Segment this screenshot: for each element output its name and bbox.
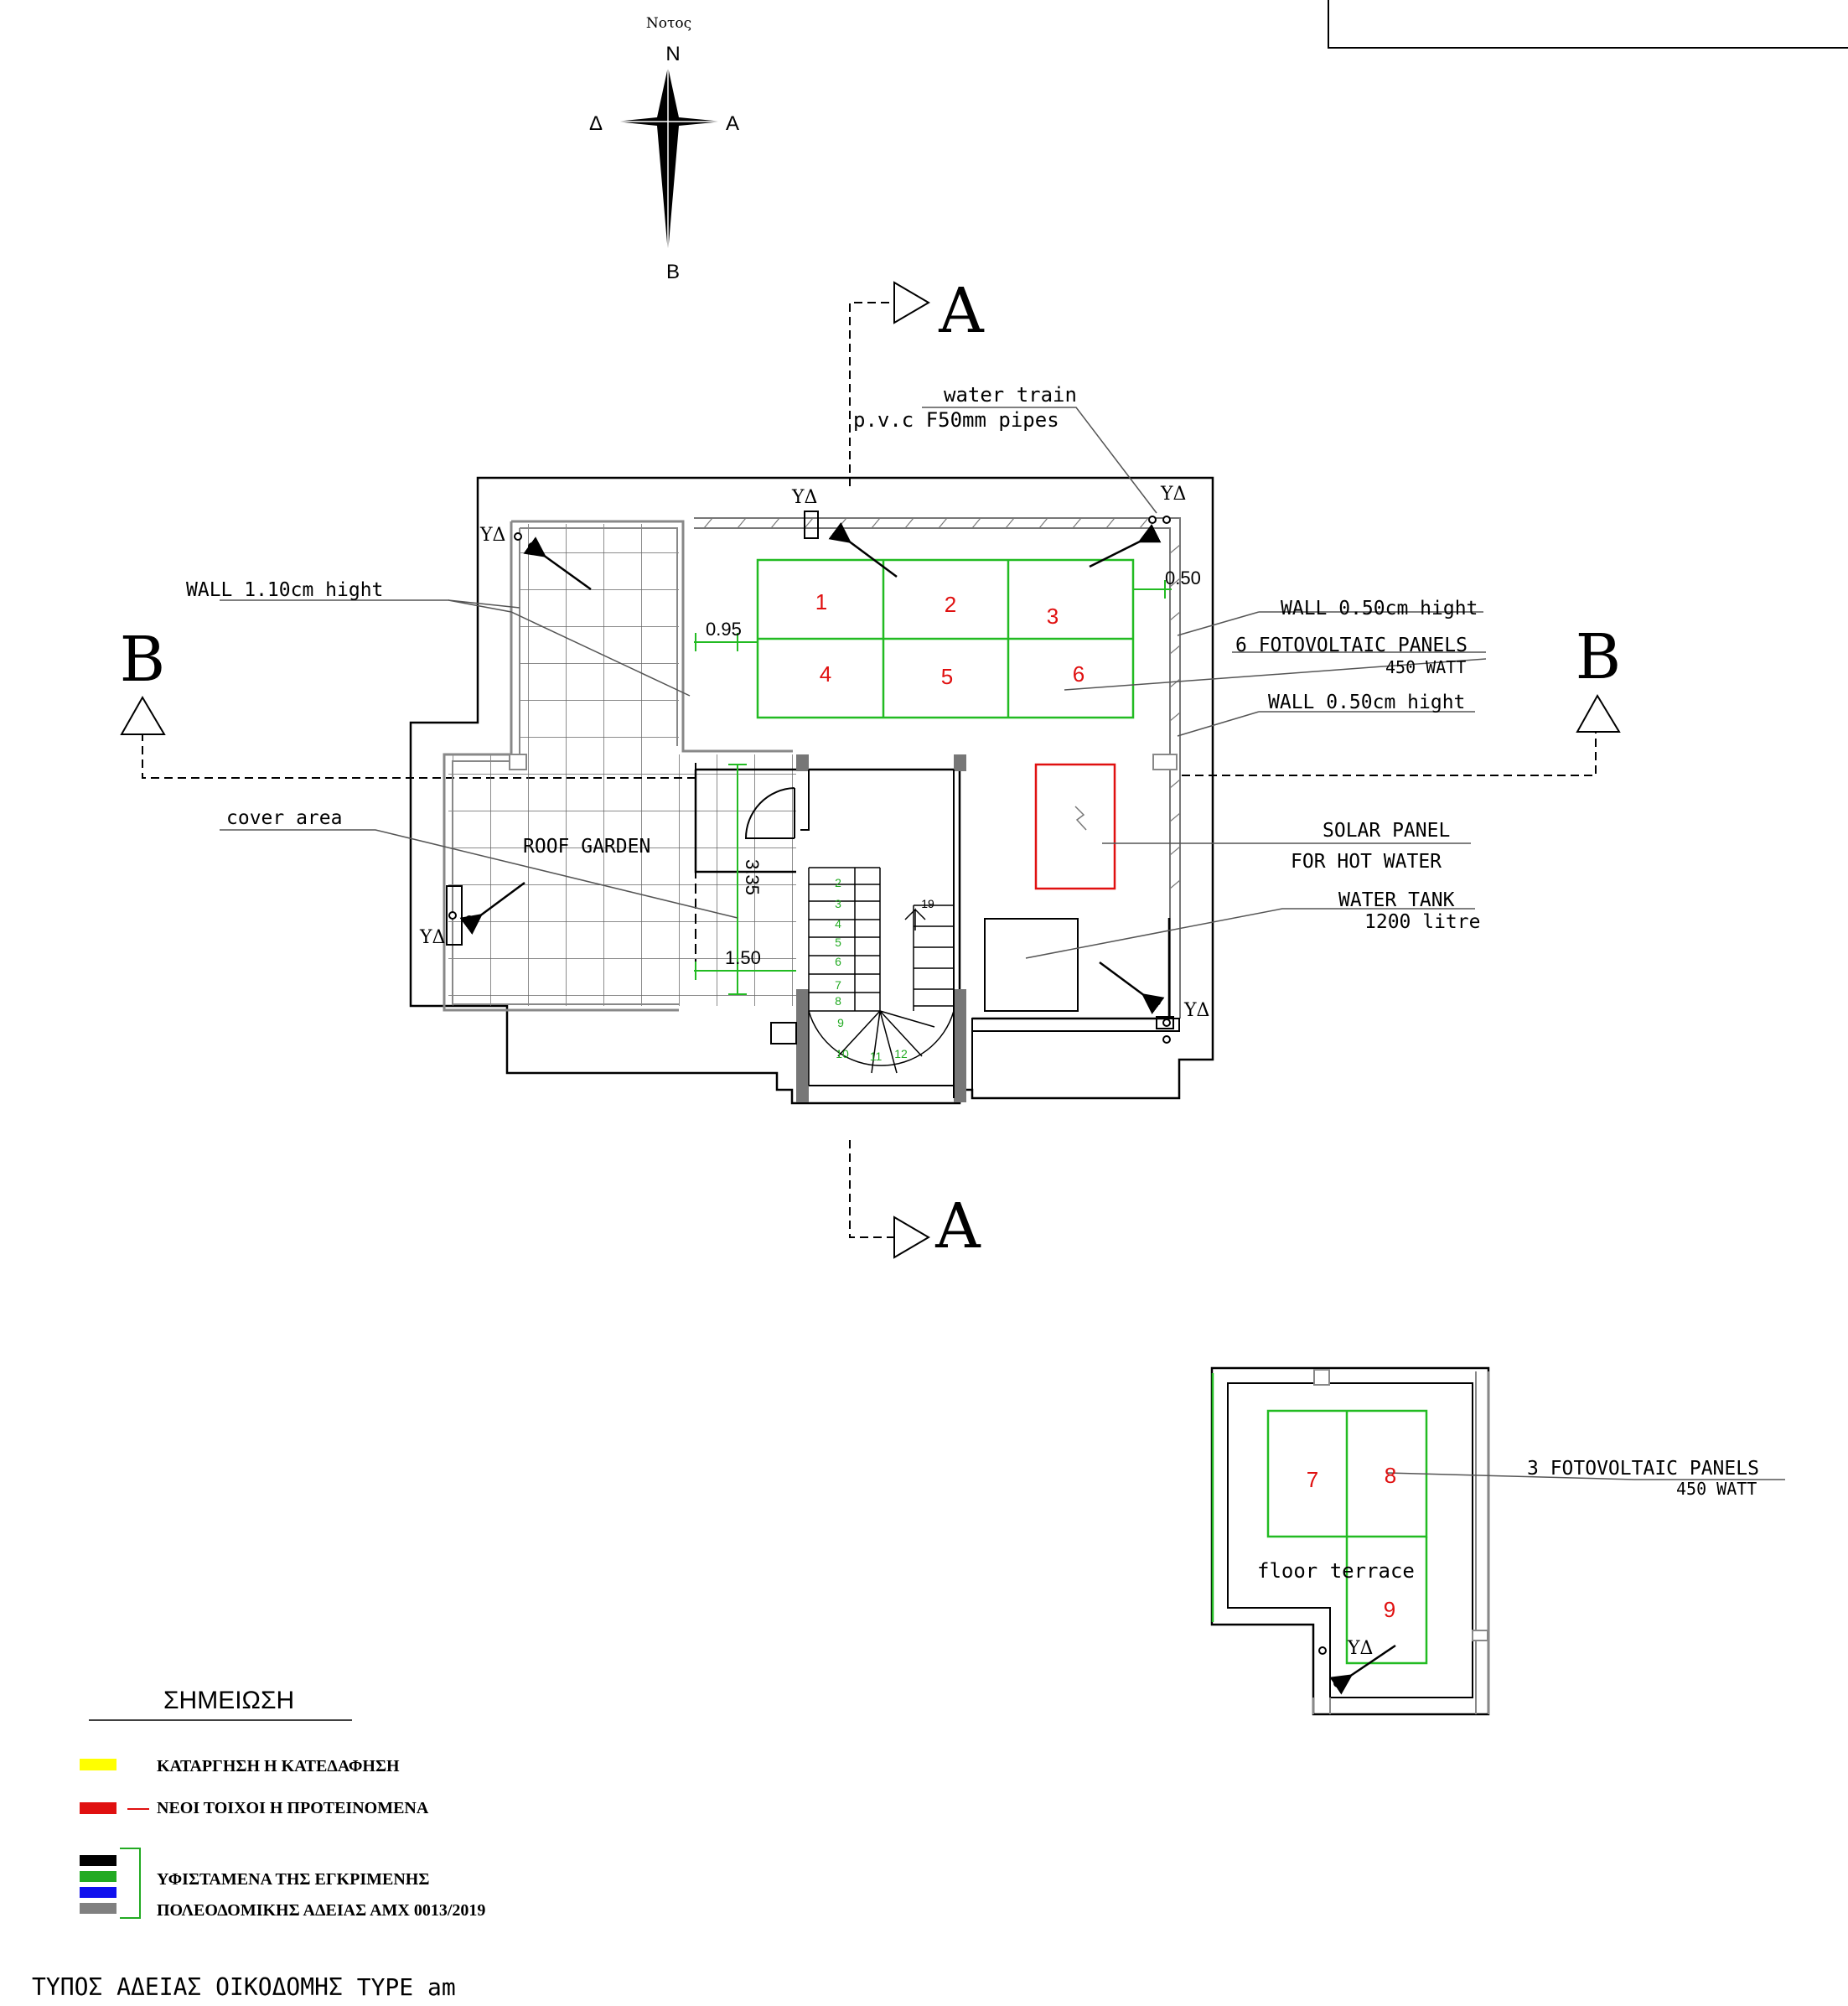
panel-number-3: 3 bbox=[1047, 604, 1059, 629]
compass-label-top: N bbox=[665, 43, 680, 65]
drain-labels: ΥΔ ΥΔ ΥΔ ΥΔ ΥΔ ΥΔ bbox=[419, 484, 1373, 1659]
panel-number-9: 9 bbox=[1384, 1597, 1395, 1622]
stair-number: 8 bbox=[835, 994, 841, 1008]
label-hot-water: FOR HOT WATER bbox=[1291, 851, 1442, 873]
dim-0-95: 0.95 bbox=[706, 619, 742, 640]
label-roof-garden: ROOF GARDEN bbox=[523, 836, 650, 858]
drain-label-3: ΥΔ bbox=[1160, 484, 1186, 505]
slope-arrows bbox=[459, 522, 1165, 1014]
drain-label-2: ΥΔ bbox=[791, 487, 817, 508]
panel-number-2: 2 bbox=[945, 592, 956, 617]
stair-treads bbox=[808, 867, 955, 1086]
pv-panel-array-6 bbox=[756, 558, 1135, 719]
panel-number-8: 8 bbox=[1385, 1463, 1396, 1488]
label-water-tank: WATER TANK bbox=[1338, 889, 1455, 911]
legend-existing-2: ΠΟΛΕΟΔΟΜΙΚΗΣ ΑΔΕΙΑΣ ΑΜΧ 0013/2019 bbox=[157, 1901, 485, 1920]
annotation-labels: water train p.v.c F50mm pipes WALL 1.10c… bbox=[186, 383, 1759, 1583]
stair-number: 11 bbox=[870, 1050, 883, 1063]
section-label-b-right: B bbox=[1576, 621, 1621, 693]
drain-label-4: ΥΔ bbox=[419, 927, 445, 948]
stair-number: 19 bbox=[921, 897, 934, 910]
north-compass: Νοτος N B Δ A bbox=[589, 15, 739, 283]
water-tank bbox=[984, 918, 1079, 1012]
dim-0-50: 0.50 bbox=[1165, 568, 1201, 588]
legend-new-walls: ΝΕΟΙ ΤΟΙΧΟΙ Η ΠΡΟΤΕΙΝΟΜΕΝΑ bbox=[157, 1799, 429, 1817]
dimension-values: 0.95 0.50 3.35 1.50 bbox=[706, 568, 1201, 968]
permit-type-footer: ΤΥΠΟΣ ΑΔΕΙΑΣ ΟΙΚΟΔΟΜΗΣ TYPE am bbox=[32, 1973, 456, 2001]
label-3-panels-watt: 450 WATT bbox=[1676, 1479, 1757, 1499]
stair-number: 5 bbox=[835, 936, 841, 949]
dim-1-50: 1.50 bbox=[725, 947, 761, 968]
compass-star-icon bbox=[616, 67, 722, 253]
compass-label-bottom: B bbox=[666, 261, 680, 283]
legend-swatch-black bbox=[80, 1855, 116, 1866]
section-label-b-left: B bbox=[120, 624, 165, 696]
label-cover-area: cover area bbox=[226, 807, 342, 829]
section-label-a-top: A bbox=[938, 275, 985, 347]
stair-number: 10 bbox=[836, 1047, 849, 1060]
legend-title: ΣΗΜΕΙΩΣΗ bbox=[163, 1687, 294, 1714]
panel-number-6: 6 bbox=[1073, 661, 1084, 687]
door-swing bbox=[744, 787, 795, 839]
panel-number-5: 5 bbox=[941, 664, 953, 689]
roof-garden-tiles bbox=[448, 524, 796, 1006]
drain-label-1: ΥΔ bbox=[479, 525, 505, 546]
label-water-train: water train bbox=[944, 383, 1077, 407]
stair-number: 2 bbox=[835, 876, 841, 889]
panel-number-1: 1 bbox=[815, 589, 827, 614]
compass-label-right: A bbox=[726, 112, 739, 135]
compass-label-left: Δ bbox=[589, 112, 603, 135]
label-3-panels: 3 FOTOVOLTAIC PANELS bbox=[1527, 1458, 1759, 1480]
section-label-a-bottom: A bbox=[934, 1190, 981, 1262]
solar-hot-water-panel bbox=[1034, 763, 1116, 890]
panel-number-4: 4 bbox=[820, 661, 831, 687]
slab-outline bbox=[409, 476, 1214, 1105]
legend-swatch-red bbox=[80, 1802, 116, 1814]
drain-label-5: ΥΔ bbox=[1183, 1000, 1209, 1021]
label-6-panels: 6 FOTOVOLTAIC PANELS bbox=[1235, 635, 1468, 656]
section-marker-a-bottom: A bbox=[849, 1140, 981, 1262]
label-solar-panel: SOLAR PANEL bbox=[1323, 820, 1450, 842]
compass-title: Νοτος bbox=[646, 15, 691, 32]
wall-110-parapet bbox=[443, 520, 793, 1012]
main-roof-plan bbox=[220, 407, 1487, 1105]
legend-swatch-yellow bbox=[80, 1759, 116, 1770]
label-pvc-pipes: p.v.c F50mm pipes bbox=[853, 408, 1059, 432]
label-tank-capacity: 1200 litre bbox=[1364, 911, 1480, 933]
panel-number-7: 7 bbox=[1307, 1467, 1318, 1492]
stair-number: 12 bbox=[894, 1047, 908, 1060]
floor-terrace-plan bbox=[1210, 1366, 1785, 1716]
stair-numbers: 2 3 4 5 6 7 8 9 10 11 12 19 bbox=[835, 876, 934, 1063]
section-marker-b: B B bbox=[120, 621, 1621, 779]
label-wall-110: WALL 1.10cm hight bbox=[186, 579, 383, 601]
drain-label-6: ΥΔ bbox=[1347, 1638, 1373, 1659]
label-floor-terrace: floor terrace bbox=[1257, 1559, 1415, 1583]
legend-swatch-blue bbox=[80, 1887, 116, 1898]
label-6-panels-watt: 450 WATT bbox=[1385, 657, 1466, 677]
legend-existing-1: ΥΦΙΣΤΑΜΕΝΑ ΤΗΣ ΕΓΚΡΙΜΕΝΗΣ bbox=[157, 1870, 429, 1889]
section-marker-a-top: A bbox=[849, 275, 985, 486]
stair-number: 3 bbox=[835, 897, 841, 910]
dim-3-35: 3.35 bbox=[742, 859, 763, 895]
label-wall-050-b: WALL 0.50cm hight bbox=[1268, 692, 1465, 713]
label-wall-050-a: WALL 0.50cm hight bbox=[1281, 598, 1478, 619]
stair-number: 7 bbox=[835, 978, 841, 992]
dimension-lines bbox=[694, 580, 1172, 995]
legend-swatch-green bbox=[80, 1871, 116, 1882]
legend-demolition: ΚΑΤΑΡΓΗΣΗ Η ΚΑΤΕΔΑΦΗΣΗ bbox=[157, 1757, 400, 1775]
legend: ΣΗΜΕΙΩΣΗ ΚΑΤΑΡΓΗΣΗ Η ΚΑΤΕΔΑΦΗΣΗ ΝΕΟΙ ΤΟΙ… bbox=[80, 1687, 485, 1920]
stair-number: 4 bbox=[835, 917, 841, 930]
stair-number: 6 bbox=[835, 955, 841, 968]
panel-numbers: 1 2 3 4 5 6 7 8 9 bbox=[815, 589, 1396, 1622]
legend-swatch-gray bbox=[80, 1903, 116, 1914]
stair-number: 9 bbox=[837, 1016, 844, 1029]
title-block-frame bbox=[1328, 0, 1848, 49]
